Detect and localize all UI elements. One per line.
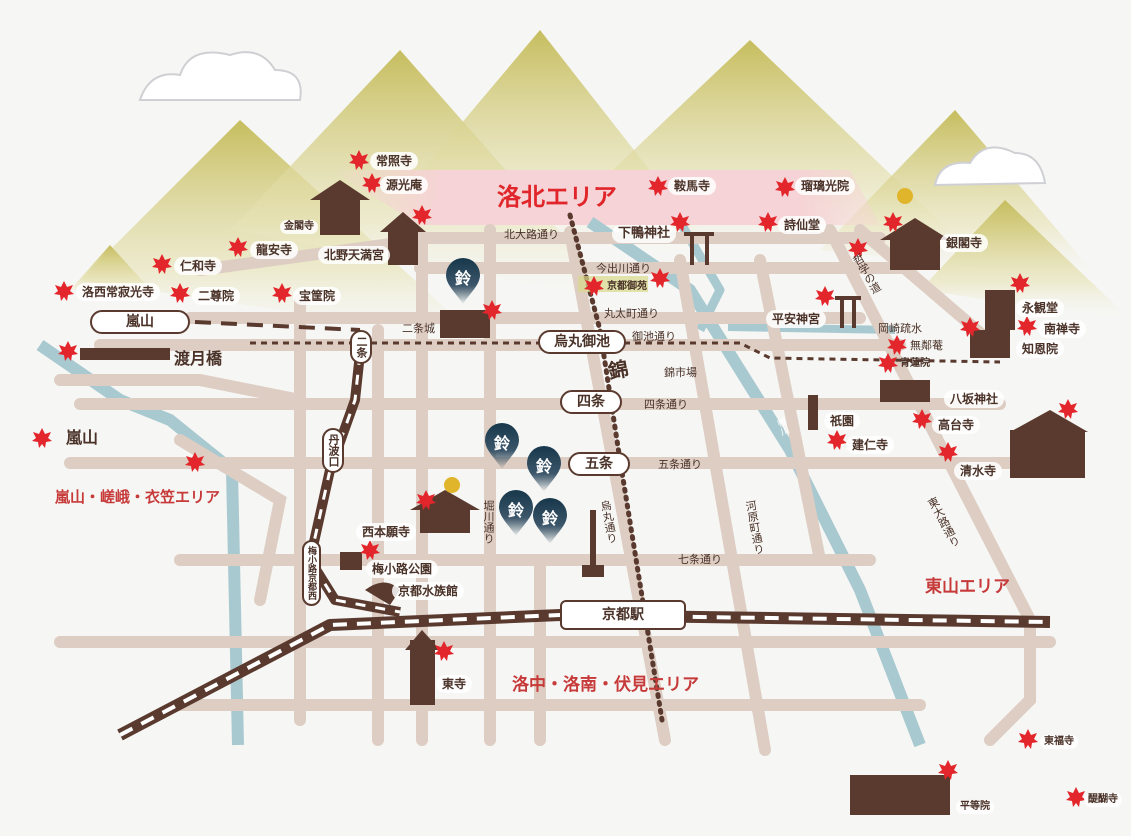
place-kodaiji[interactable]: 高台寺: [932, 416, 981, 434]
station-nijo[interactable]: 二条: [350, 330, 372, 364]
street-gojo: 五条通り: [658, 458, 702, 471]
place-shorenin[interactable]: 青蓮院: [900, 358, 930, 369]
place-heian-jingu[interactable]: 平安神宮: [766, 310, 827, 328]
place-kitano-tenmangu[interactable]: 北野天満宮: [318, 246, 391, 264]
street-shijo: 四条通り: [644, 398, 688, 411]
pin-glyph: 鈴: [507, 501, 524, 520]
place-ninnaji[interactable]: 仁和寺: [174, 257, 223, 275]
place-umekoji-park[interactable]: 梅小路公園: [366, 560, 439, 578]
map-pin[interactable]: 鈴: [533, 498, 567, 544]
map-pin-icon: [485, 423, 519, 469]
street-marutamachi: 丸太町通り: [604, 307, 659, 320]
map-pin[interactable]: 鈴: [499, 490, 533, 536]
place-arashiyama[interactable]: 嵐山: [66, 428, 99, 447]
station-arashiyama[interactable]: 嵐山: [90, 310, 190, 334]
place-genkoan[interactable]: 源光庵: [380, 176, 429, 194]
place-yasaka-jinja[interactable]: 八坂神社: [944, 390, 1005, 408]
place-eikando[interactable]: 永観堂: [1016, 299, 1065, 317]
place-kenninji[interactable]: 建仁寺: [846, 436, 895, 454]
rakuhoku-area-band: [330, 170, 880, 225]
street-oike: 御池通り: [632, 330, 676, 343]
station-shijo[interactable]: 四条: [560, 390, 622, 414]
street-horikawa: 堀川通り: [482, 500, 495, 544]
area-title-rakuhoku: 洛北エリア: [497, 183, 617, 211]
map-pin-icon: [533, 498, 567, 544]
place-chionin[interactable]: 知恩院: [1016, 340, 1065, 358]
place-shimogamo-jinja[interactable]: 下鴨神社: [612, 225, 677, 243]
station-karasuma-oike[interactable]: 烏丸御池: [538, 330, 626, 354]
place-kyoto-gyoen[interactable]: 京都御苑: [607, 281, 647, 292]
area-title-arashiyama: 嵐山・嵯峨・衣笠エリア: [55, 488, 221, 506]
street-imadegawa: 今出川通り: [596, 262, 651, 275]
place-nanzenji[interactable]: 南禅寺: [1038, 320, 1087, 338]
area-title-higashiyama: 東山エリア: [925, 577, 1010, 597]
street-kitaoji: 北大路通り: [504, 228, 559, 241]
landmark-buildings: [80, 180, 1088, 815]
place-byodoin[interactable]: 平等院: [956, 800, 994, 814]
place-ginkakuji[interactable]: 銀閣寺: [940, 234, 989, 252]
place-daigoji[interactable]: 醍醐寺: [1084, 793, 1122, 807]
place-nisonin[interactable]: 二尊院: [192, 287, 241, 305]
place-tofukuji[interactable]: 東福寺: [1040, 735, 1078, 749]
pin-glyph: 鈴: [535, 457, 552, 476]
place-gion[interactable]: 祇園: [824, 412, 861, 430]
pin-glyph: 鈴: [541, 509, 558, 528]
place-togetsukyo[interactable]: 渡月橋: [174, 349, 223, 368]
station-gojo[interactable]: 五条: [568, 452, 630, 476]
street-shichijo: 七条通り: [678, 553, 722, 566]
place-ryoanji[interactable]: 龍安寺: [250, 241, 299, 259]
place-nishi-honganji[interactable]: 西本願寺: [356, 523, 417, 541]
place-hokyoin[interactable]: 宝筐院: [293, 287, 342, 305]
area-title-rakuchu: 洛中・洛南・伏見エリア: [512, 675, 699, 695]
map-pin[interactable]: 鈴: [446, 258, 480, 304]
place-joshoji[interactable]: 常照寺: [370, 152, 419, 170]
station-tambaguchi[interactable]: 丹波口: [322, 428, 344, 473]
place-kuramadera[interactable]: 鞍馬寺: [668, 177, 717, 195]
clouds: [138, 51, 1047, 187]
place-jojakkoji[interactable]: 洛西常寂光寺: [76, 283, 161, 301]
station-umekoji-kyotonishi[interactable]: 梅小路京都西: [302, 540, 321, 606]
place-shisendo[interactable]: 詩仙堂: [778, 216, 827, 234]
place-nishiki-market[interactable]: 錦市場: [664, 366, 697, 379]
place-murinan[interactable]: 無鄰菴: [910, 339, 943, 352]
map-pin-icon: [499, 490, 533, 536]
pin-glyph: 鈴: [493, 434, 510, 453]
place-toji[interactable]: 東寺: [436, 675, 473, 693]
place-nijojo[interactable]: 二条城: [402, 322, 435, 335]
rail-lines: [117, 212, 1051, 741]
rivers: [36, 217, 926, 748]
place-kyoto-aquarium[interactable]: 京都水族館: [392, 582, 465, 600]
map-pin[interactable]: 鈴: [527, 446, 561, 492]
place-kinkakuji[interactable]: 金閣寺: [280, 220, 318, 234]
place-kiyomizudera[interactable]: 清水寺: [954, 462, 1003, 480]
map-pin-icon: [446, 258, 480, 304]
place-okazaki-sosui[interactable]: 岡崎疏水: [878, 322, 922, 335]
station-kyoto[interactable]: 京都駅: [560, 600, 686, 630]
map-pin[interactable]: 鈴: [485, 423, 519, 469]
ginkgo-icon: [897, 188, 913, 204]
pin-glyph: 鈴: [454, 269, 471, 288]
map-pin-icon: [527, 446, 561, 492]
ginkgo-icon: [444, 477, 460, 493]
place-rurikoin[interactable]: 瑠璃光院: [795, 177, 856, 195]
